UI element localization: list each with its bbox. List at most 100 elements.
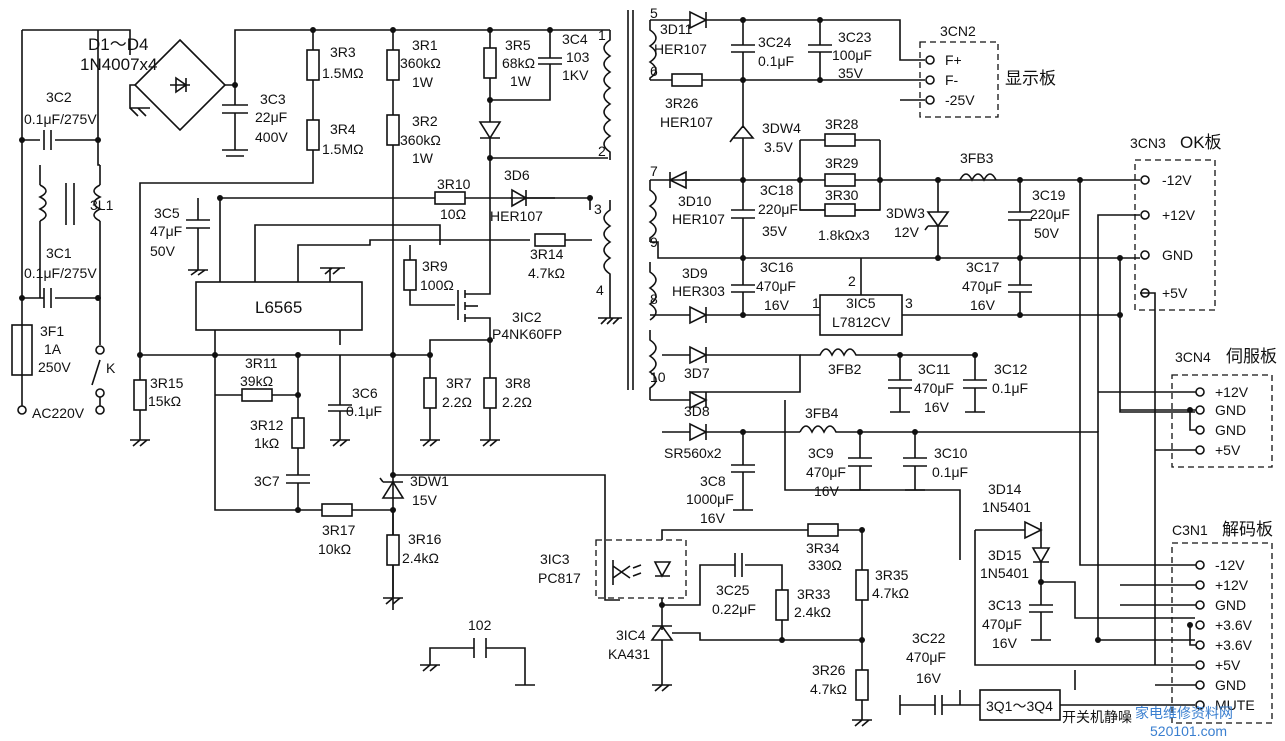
- pin-7: 7: [650, 163, 658, 179]
- ac-input-section: [11, 29, 131, 415]
- cn3-pin-3: GND: [1162, 247, 1193, 263]
- r30-ref: 3R30: [825, 187, 859, 203]
- c12-v1: 0.1μF: [992, 380, 1028, 396]
- ic5-pin2: 2: [848, 273, 856, 289]
- r28-ref: 3R28: [825, 116, 859, 132]
- c10-ref: 3C10: [934, 445, 968, 461]
- cn1-pin-7: GND: [1215, 677, 1246, 693]
- ic4-part: KA431: [608, 646, 650, 662]
- c7-ref: 3C7: [254, 473, 280, 489]
- c2-ref: 3C2: [46, 89, 72, 105]
- r11-v1: 39kΩ: [240, 373, 273, 389]
- cn3-ref: 3CN3: [1130, 135, 1166, 151]
- fb3-ref: 3FB3: [960, 150, 994, 166]
- c18-ref: 3C18: [760, 182, 794, 198]
- r16-v1: 2.4kΩ: [402, 550, 439, 566]
- c25-v1: 0.22μF: [712, 601, 756, 617]
- pin-9: 9: [650, 234, 658, 250]
- c6-ref: 3C6: [352, 385, 378, 401]
- d10-ref: 3D10: [678, 193, 712, 209]
- c5-ref: 3C5: [154, 205, 180, 221]
- r34-v1: 330Ω: [808, 557, 842, 573]
- cn2-pin-2: F-: [945, 72, 959, 88]
- r26a-ref: 3R26: [665, 95, 699, 111]
- ac-label: AC220V: [32, 405, 85, 421]
- r16-ref: 3R16: [408, 531, 442, 547]
- pin-1: 1: [598, 27, 606, 43]
- c102-ref: 102: [468, 617, 492, 633]
- c19-v1: 220μF: [1030, 206, 1070, 222]
- c16-v1: 470μF: [756, 278, 796, 294]
- pin-5: 5: [650, 5, 658, 21]
- c9-ref: 3C9: [808, 445, 834, 461]
- connector-cn2: [919, 41, 999, 118]
- r15-ref: 3R15: [150, 375, 184, 391]
- ic2-part: P4NK60FP: [492, 326, 562, 342]
- cn1-pin-3: GND: [1215, 597, 1246, 613]
- plus-12v-branch: L7812CV: [689, 255, 1195, 413]
- cn3-pin-1: -12V: [1162, 172, 1192, 188]
- c22-q: 3Q1～3Q4: [899, 670, 1195, 721]
- d8-fb4: [662, 390, 1195, 641]
- cn1-pin-8: MUTE: [1215, 697, 1255, 713]
- cn1-pin-5: +3.6V: [1215, 637, 1253, 653]
- q-label: 开关机静噪: [1062, 709, 1132, 725]
- r33-ref: 3R33: [797, 586, 831, 602]
- cn3-title: OK板: [1180, 133, 1222, 152]
- c24-v1: 0.1μF: [758, 53, 794, 69]
- c11-v2: 16V: [924, 399, 950, 415]
- dw1-r16: [379, 472, 620, 605]
- r7-v1: 2.2Ω: [442, 394, 472, 410]
- r10-ref: 3R10: [437, 176, 471, 192]
- r29-ref: 3R29: [825, 155, 859, 171]
- r4-v1: 1.5MΩ: [322, 141, 364, 157]
- cn1-pin-1: -12V: [1215, 557, 1245, 573]
- r17-v1: 10kΩ: [318, 541, 351, 557]
- r7-r8: [420, 355, 500, 447]
- d7-fb2: [689, 345, 987, 413]
- watermark-text: 家电维修资料网: [1135, 705, 1233, 721]
- r2-v2: 1W: [412, 150, 434, 166]
- r14-ref: 3R14: [530, 246, 564, 262]
- r33-v1: 2.4kΩ: [794, 604, 831, 620]
- fuse-volt: 250V: [38, 359, 71, 375]
- cn2-title: 显示板: [1005, 69, 1056, 88]
- dw4-v1: 3.5V: [764, 139, 793, 155]
- c23-ref: 3C23: [838, 29, 872, 45]
- c9-v1: 470μF: [806, 464, 846, 480]
- r12-ref: 3R12: [250, 417, 284, 433]
- cn1-ref: C3N1: [1172, 522, 1208, 538]
- dw1-ref: 3DW1: [410, 473, 449, 489]
- fuse-ref: 3F1: [40, 323, 64, 339]
- cn1-title: 解码板: [1222, 520, 1273, 539]
- c22-v2: 16V: [916, 670, 942, 686]
- labels: D1～D4 1N4007x4 3C2 0.1μF/275V 3L1 3C1 0.…: [24, 5, 1277, 739]
- r17-ref: 3R17: [322, 522, 356, 538]
- c8-v2: 16V: [700, 510, 726, 526]
- c18-v2: 35V: [762, 223, 788, 239]
- r26b-ref: 3R26: [812, 662, 846, 678]
- bridge-rectifier: [129, 29, 550, 132]
- c4-v2: 1KV: [562, 67, 589, 83]
- c8-ref: 3C8: [700, 473, 726, 489]
- c16-ref: 3C16: [760, 259, 794, 275]
- r5-v2: 1W: [510, 73, 532, 89]
- c24-ref: 3C24: [758, 34, 792, 50]
- connector-cn4: [1098, 374, 1273, 468]
- connector-cn1: [1120, 542, 1273, 724]
- c23-v1: 100μF: [832, 47, 872, 63]
- r14: [534, 233, 592, 247]
- cn4-pin-3: GND: [1215, 422, 1246, 438]
- ic5-part: L7812CV: [832, 314, 891, 330]
- c102: [420, 638, 535, 686]
- r35-v1: 4.7kΩ: [872, 585, 909, 601]
- r15: [130, 355, 150, 447]
- r35-ref: 3R35: [875, 567, 909, 583]
- fuse-val: 1A: [44, 341, 62, 357]
- c9-v2: 16V: [814, 483, 840, 499]
- ic3-ref: 3IC3: [540, 551, 570, 567]
- c17-v1: 470μF: [962, 278, 1002, 294]
- r10-d6: [434, 188, 593, 210]
- r14-v1: 4.7kΩ: [528, 265, 565, 281]
- pin-6: 6: [650, 63, 658, 79]
